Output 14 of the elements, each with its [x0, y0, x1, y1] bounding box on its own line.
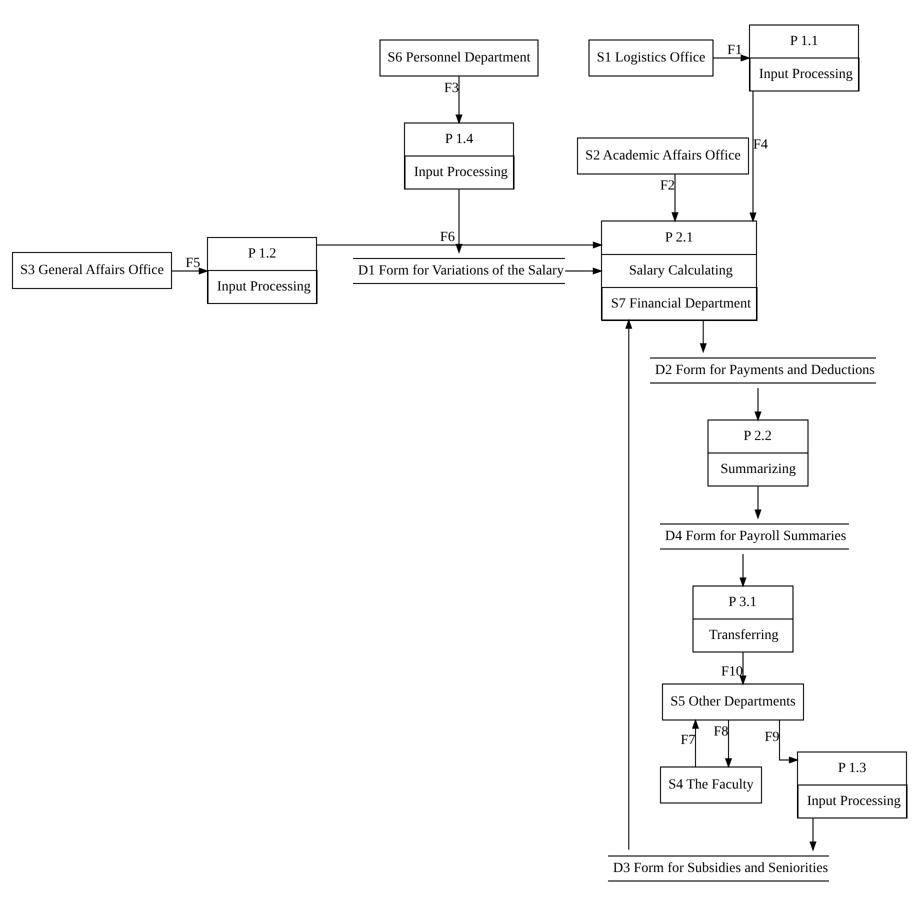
edge-label: F9	[764, 730, 780, 745]
edge-label: F3	[444, 80, 459, 96]
edge-label: F8	[714, 724, 728, 740]
edge-label: F6	[440, 230, 455, 245]
edge-label: F1	[727, 42, 742, 58]
edge-label: F7	[680, 732, 696, 748]
node-text: D4 Form for Payroll Summaries	[665, 528, 846, 544]
edge-label: F10	[721, 664, 743, 679]
node-text: D3 Form for Subsidies and Seniorities	[613, 860, 828, 876]
edge-label: F4	[753, 136, 768, 152]
edge-label: F5	[186, 256, 200, 271]
node-text: D1 Form for Variations of the Salary	[358, 263, 564, 278]
node-text: D2 Form for Payments and Deductions	[655, 362, 875, 378]
edge-label: F2	[660, 178, 675, 194]
